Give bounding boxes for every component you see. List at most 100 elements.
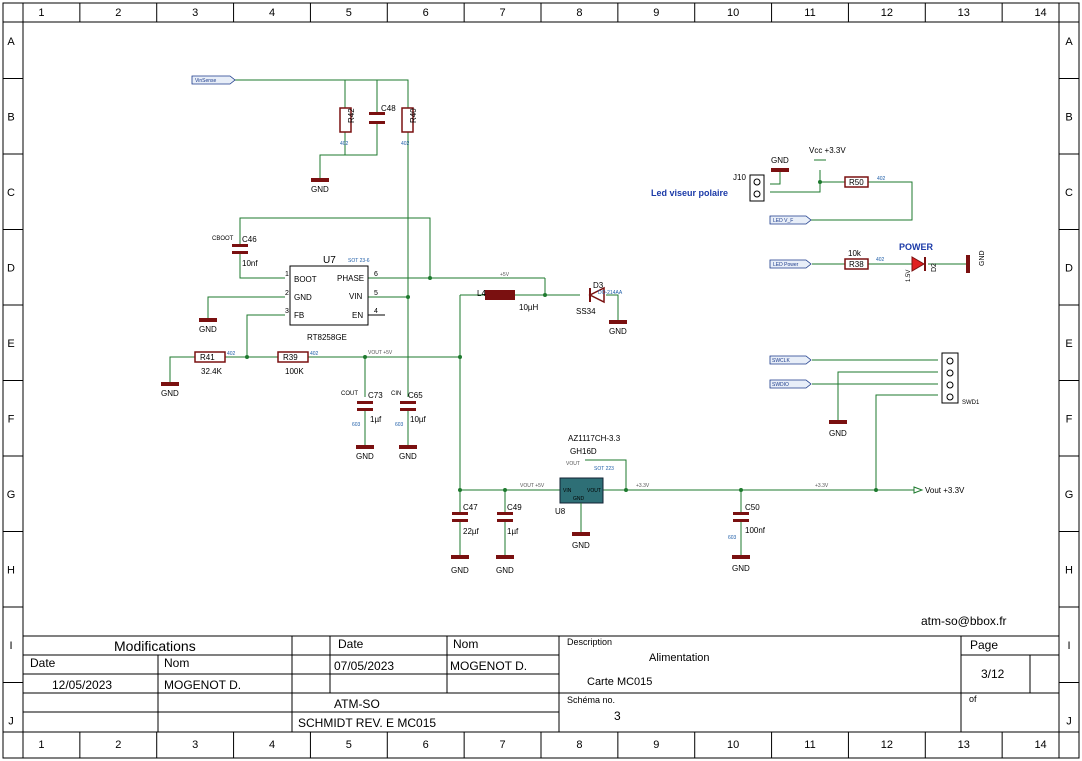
u7-pin-fb: FB xyxy=(294,311,304,320)
r39-label: R39 xyxy=(283,353,298,362)
swclk-label: SWCLK xyxy=(772,358,790,364)
r39-value: 100K xyxy=(285,367,304,376)
c50-value: 100nf xyxy=(745,526,766,535)
ruler-col-label-top: 5 xyxy=(346,7,352,19)
r50-pkg: 402 xyxy=(877,176,886,182)
nom-value: MOGENOT D. xyxy=(450,659,527,673)
ruler-col-label-top: 10 xyxy=(727,7,739,19)
led-power-label: LED Power xyxy=(773,262,799,268)
c50-label: C50 xyxy=(745,503,760,512)
ruler-col-label-bottom: 6 xyxy=(423,739,429,751)
c73-pre: COUT xyxy=(341,391,358,397)
ruler-row-label-right: G xyxy=(1065,489,1074,501)
c46-pre: CBOOT xyxy=(212,236,234,242)
r50-resistor xyxy=(844,176,869,188)
u8-regulator xyxy=(559,477,604,504)
u8-vout-top: VOUT xyxy=(566,461,580,467)
u7-pin-phase: PHASE xyxy=(337,274,364,283)
ruler-row-label-right: H xyxy=(1065,564,1073,576)
wires xyxy=(169,79,970,512)
ruler-row-label-right: A xyxy=(1065,36,1073,48)
gnd-symbol xyxy=(829,420,847,424)
gnd-symbol xyxy=(771,168,789,172)
ruler-col-label-top: 9 xyxy=(653,7,659,19)
c73-value: 1µf xyxy=(370,415,382,424)
r40-pkg: 402 xyxy=(401,141,410,147)
u8-vout: VOUT xyxy=(587,488,601,494)
mod-nom-header: Nom xyxy=(164,656,189,670)
r40-resistor xyxy=(401,107,414,133)
c65-label: C65 xyxy=(408,391,423,400)
vout5-net: VOUT +5V xyxy=(368,350,393,356)
vinsense-port xyxy=(191,75,236,85)
c46-value: 10nf xyxy=(242,259,258,268)
c73-plate-top xyxy=(357,401,373,404)
description-line1: Alimentation xyxy=(649,652,710,664)
r39-pkg: 402 xyxy=(310,351,319,357)
u7-ref: U7 xyxy=(323,255,336,266)
ruler-row-label-right: D xyxy=(1065,262,1073,274)
r50-label: R50 xyxy=(849,178,864,187)
ruler-row-label-left: E xyxy=(7,338,14,350)
ruler-col-label-top: 11 xyxy=(804,7,815,19)
gnd-label: GND xyxy=(829,429,847,438)
u7-pin1: 1 xyxy=(285,271,289,278)
title-block xyxy=(22,635,1060,733)
page-value: 3/12 xyxy=(981,667,1005,681)
date-value: 07/05/2023 xyxy=(334,659,394,673)
revision-text: SCHMIDT REV. E MC015 xyxy=(298,716,436,730)
u7-pin2: 2 xyxy=(285,290,289,297)
u7-pin6: 6 xyxy=(374,271,378,278)
l4-value: 10µH xyxy=(519,303,539,312)
d2-value: 1.5V xyxy=(906,270,912,282)
c65-pre: CIN xyxy=(391,391,401,397)
ruler-col-label-top: 4 xyxy=(269,7,275,19)
c49-plate-bottom xyxy=(497,519,513,522)
vinsense-label: VinSense xyxy=(195,78,217,84)
ruler-col-label-top: 2 xyxy=(115,7,121,19)
schema-header: Schéma no. xyxy=(567,695,615,705)
mod-nom-value: MOGENOT D. xyxy=(164,678,241,692)
c47-label: C47 xyxy=(463,503,478,512)
description-header: Description xyxy=(567,637,612,647)
u7-pin5: 5 xyxy=(374,290,378,297)
nom-header: Nom xyxy=(453,637,478,651)
gnd-symbol xyxy=(451,555,469,559)
c73-pkg: 603 xyxy=(352,422,361,428)
u7-pkg: SOT 23-6 xyxy=(348,258,370,264)
ruler-row-label-left: I xyxy=(9,640,12,652)
r41-resistor xyxy=(194,351,226,363)
r39-resistor xyxy=(277,351,309,363)
c47-plate-top xyxy=(452,512,468,515)
ruler-row-label-right: B xyxy=(1065,111,1072,123)
date-header: Date xyxy=(338,637,364,651)
vout33-arrow xyxy=(913,486,924,494)
ruler-col-label-bottom: 14 xyxy=(1034,739,1046,751)
ruler-col-label-top: 7 xyxy=(500,7,506,19)
gnd-symbol xyxy=(399,445,417,449)
gnd-label: GND xyxy=(979,250,986,266)
c48-label: C48 xyxy=(381,104,396,113)
v33-net-label: +3.3V xyxy=(815,483,829,489)
ruler-row-label-left: D xyxy=(7,262,15,274)
ruler-row-label-left: C xyxy=(7,187,15,199)
c73-plate-bottom xyxy=(357,408,373,411)
r38-pkg: 402 xyxy=(876,257,885,263)
c47-plate-bottom xyxy=(452,519,468,522)
ruler-col-label-bottom: 12 xyxy=(881,739,893,751)
l4-label: L4 xyxy=(477,289,486,298)
c65-pkg: 603 xyxy=(395,422,404,428)
r38-value: 10k xyxy=(848,249,862,258)
c49-value: 1µf xyxy=(507,527,519,536)
j10-label: J10 xyxy=(733,173,746,182)
u7-pin3: 3 xyxy=(285,308,289,315)
inner-frame xyxy=(22,21,1060,733)
gnd-symbol xyxy=(732,555,750,559)
ruler-col-label-top: 6 xyxy=(423,7,429,19)
r41-pkg: 402 xyxy=(227,351,236,357)
u7-pin-gnd: GND xyxy=(294,293,312,302)
d3-value: SS34 xyxy=(576,307,596,316)
u8-pkg: SOT 223 xyxy=(594,466,614,472)
c47-value: 22µf xyxy=(463,527,480,536)
